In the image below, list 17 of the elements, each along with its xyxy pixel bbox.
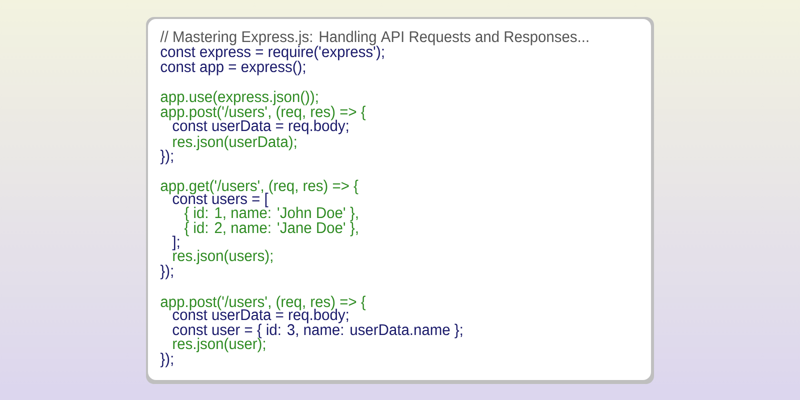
code-line: const express = require('express'); <box>160 46 384 60</box>
code-line: res.json(user); <box>173 338 265 352</box>
code-line: ]; <box>172 236 180 250</box>
code-line: }); <box>160 352 173 368</box>
code-line: const user = { id: 3, name: userData.name }; <box>172 324 462 338</box>
code-line: { id: 1, name: 'John Doe' }, <box>184 206 358 222</box>
code-line: }); <box>160 150 173 164</box>
code-line: res.json(users); <box>173 250 272 264</box>
code-line: // Mastering Express.js: Handling API Requests and Responses... <box>160 30 588 46</box>
code-line: }); <box>160 264 173 280</box>
code-line: app.use(express.json()); <box>160 90 318 106</box>
code-line: res.json(userData); <box>173 136 296 150</box>
code-line: const app = express(); <box>160 60 305 76</box>
code-line: const userData = req.body; <box>172 120 348 134</box>
code-line: { id: 2, name: 'Jane Doe' }, <box>184 222 358 236</box>
code-line: app.post('/users', (req, res) => { <box>160 296 366 310</box>
code-line: app.post('/users', (req, res) => { <box>160 106 366 120</box>
